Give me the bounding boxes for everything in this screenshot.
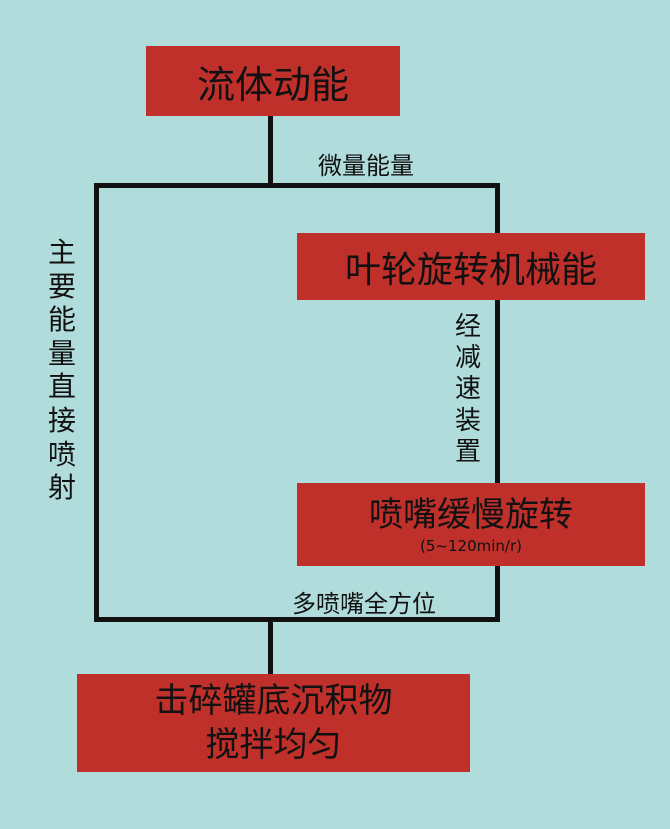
main-path-char: 量 — [48, 336, 77, 370]
main-path-char: 射 — [48, 471, 77, 505]
main-path-char: 接 — [48, 403, 77, 437]
main-path-char: 直 — [48, 370, 77, 404]
connector-bottom-stem — [268, 617, 273, 674]
reducer-char: 速 — [455, 374, 482, 405]
main-path-char: 喷 — [48, 437, 77, 471]
node-fluid-kinetic-energy-label: 流体动能 — [196, 62, 349, 107]
reducer-char: 装 — [455, 405, 482, 436]
loop-bottom-edge — [94, 617, 500, 622]
main-path-char: 能 — [48, 303, 77, 337]
node-nozzle-slow-rotation-label: 喷嘴缓慢旋转 — [369, 494, 573, 535]
node-impeller-mechanical-energy-label: 叶轮旋转机械能 — [344, 249, 597, 291]
node-impeller-mechanical-energy: 叶轮旋转机械能 — [297, 233, 645, 300]
node-mix-evenly-label: 搅拌均匀 — [205, 725, 342, 765]
main-path-char: 主 — [48, 236, 77, 269]
loop-left-edge — [94, 183, 99, 622]
loop-top-edge — [94, 183, 500, 188]
loop-right-upper-edge — [495, 183, 500, 233]
node-nozzle-speed-label: (5~120min/r) — [420, 536, 522, 555]
reducer-char: 置 — [455, 436, 482, 467]
connector-top-stem — [268, 116, 273, 186]
edge-label-main-energy-direct-jet: 主 要 能 量 直 接 喷 射 — [48, 236, 76, 505]
node-break-sediment-label: 击碎罐底沉积物 — [154, 681, 393, 721]
reducer-char: 减 — [455, 343, 482, 374]
node-fluid-kinetic-energy: 流体动能 — [146, 46, 400, 116]
reducer-char: 经 — [455, 312, 482, 342]
edge-label-minor-energy: 微量能量 — [318, 152, 414, 180]
main-path-char: 要 — [48, 269, 77, 303]
edge-label-multi-nozzle: 多喷嘴全方位 — [292, 590, 436, 618]
node-nozzle-slow-rotation: 喷嘴缓慢旋转 (5~120min/r) — [297, 483, 645, 566]
loop-right-lower-edge — [495, 566, 500, 622]
node-break-sediment-mix: 击碎罐底沉积物 搅拌均匀 — [77, 674, 470, 772]
loop-right-middle-edge — [495, 300, 500, 483]
edge-label-via-reducer: 经 减 速 装 置 — [455, 312, 481, 468]
